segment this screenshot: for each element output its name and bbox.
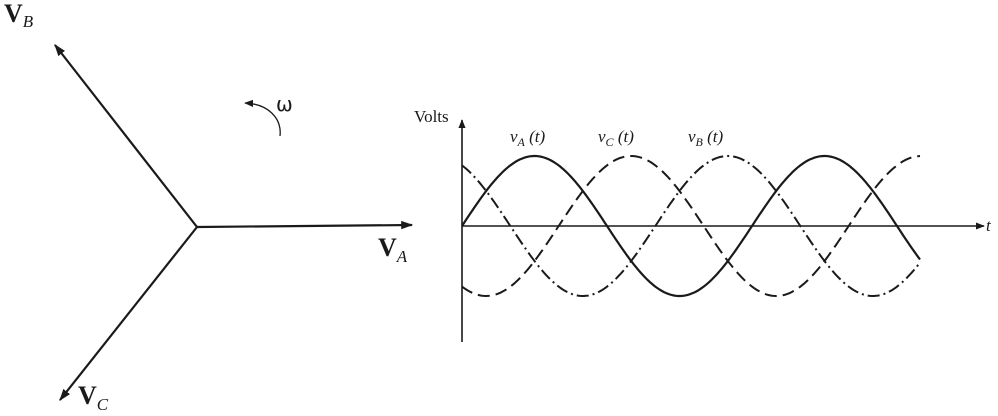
omega-label: ω (276, 92, 293, 116)
phasor-va-arrow (196, 220, 414, 230)
curve-vc (461, 155, 921, 298)
phasor-vc-arrow (59, 226, 198, 401)
curve-vb (461, 154, 921, 297)
rotation-arrow-icon (244, 99, 281, 137)
phasor-diagram: VB VA VC ω (4, 0, 414, 414)
curve-vc-label: vC (t) (598, 127, 634, 149)
waveform-plot: Volts t vA (t) vC (t) vB (t) (414, 107, 992, 342)
phasor-vb-arrow (54, 44, 198, 228)
y-axis-label: Volts (414, 107, 449, 126)
curve-vb-label: vB (t) (688, 127, 724, 149)
curve-va (461, 154, 921, 298)
phasor-va-label: VA (378, 233, 408, 266)
phasor-vc-label: VC (78, 381, 109, 414)
curve-va-label: vA (t) (510, 127, 546, 149)
phasor-vb-label: VB (4, 0, 34, 31)
x-axis-label: t (986, 216, 992, 235)
